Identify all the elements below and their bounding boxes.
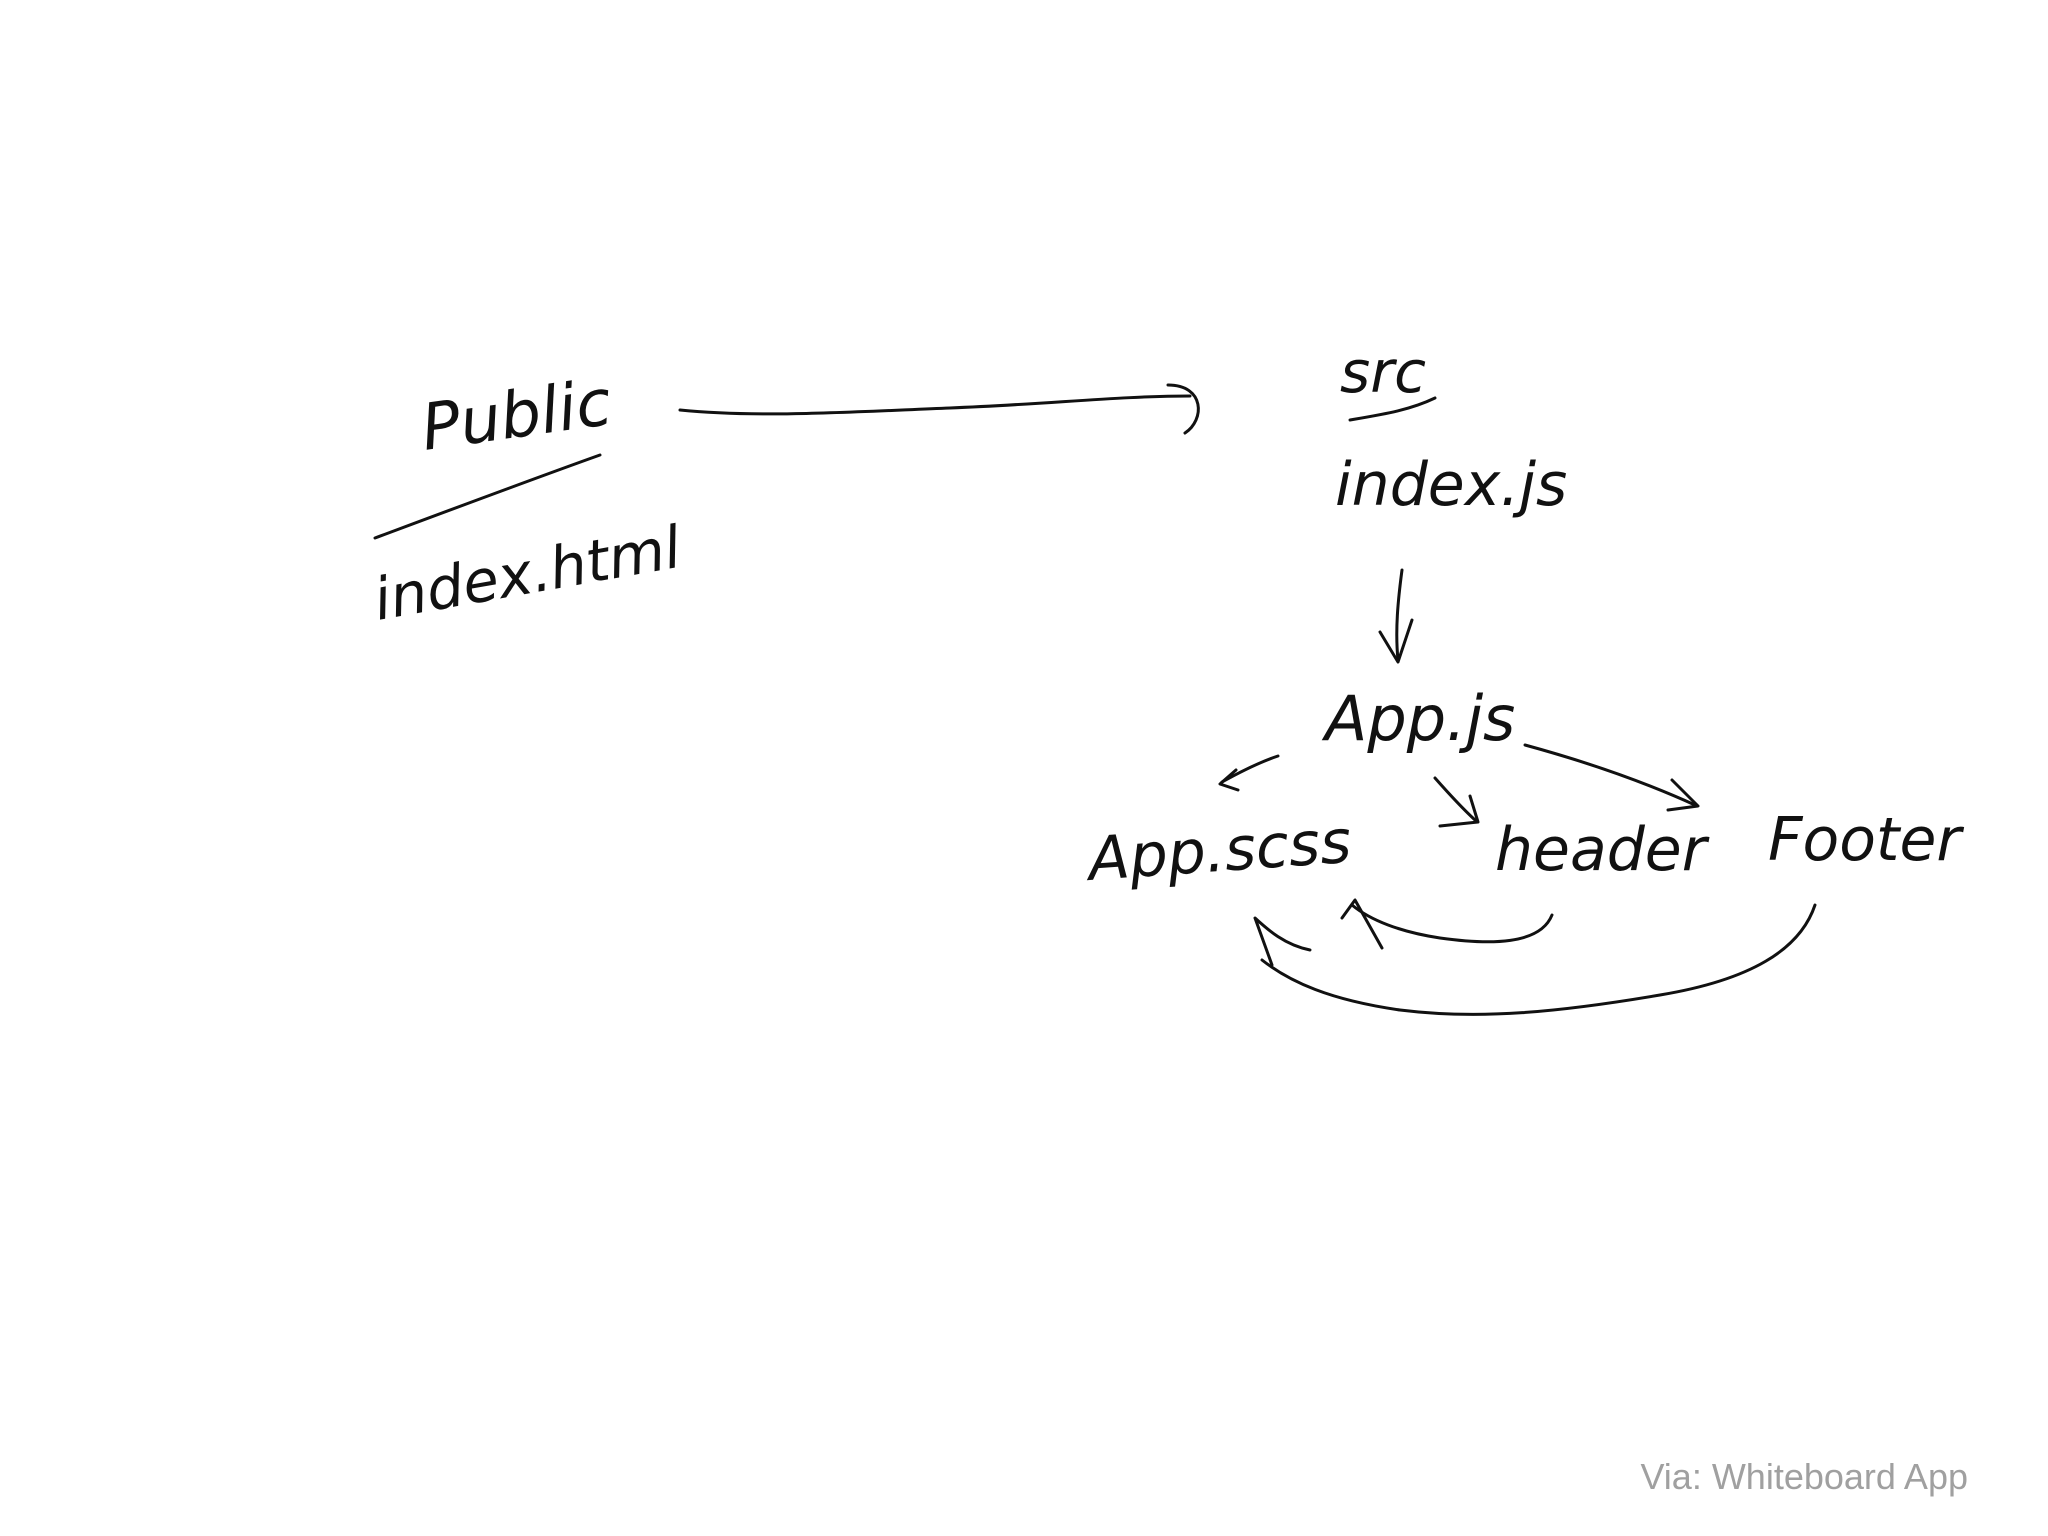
- arrowhead-footer-appscss: [1253, 916, 1312, 967]
- src-underline: [1348, 396, 1437, 422]
- edge-public-src: [678, 394, 1192, 416]
- edge-indexjs-appjs: [1395, 568, 1404, 662]
- edge-appjs-footer: [1523, 743, 1697, 807]
- node-app-scss: App.scss: [1082, 807, 1353, 895]
- watermark-label: Via: Whiteboard App: [1640, 1456, 1968, 1497]
- edge-header-appscss: [1350, 903, 1554, 944]
- arrowhead-appjs-header: [1438, 794, 1480, 828]
- arrowhead-public-src: [1166, 383, 1200, 435]
- edge-appjs-header: [1433, 776, 1477, 822]
- arrowhead-indexjs-appjs: [1378, 618, 1414, 664]
- edge-appjs-appscss: [1220, 754, 1280, 784]
- node-public: Public: [417, 366, 616, 466]
- node-header: header: [1495, 815, 1710, 885]
- arrowhead-appjs-footer: [1666, 778, 1700, 812]
- arrowhead-appjs-appscss: [1218, 768, 1240, 792]
- node-app-js: App.js: [1321, 682, 1515, 755]
- public-underline: [373, 453, 602, 540]
- node-index-html: index.html: [369, 513, 686, 634]
- node-footer: Footer: [1768, 805, 1964, 875]
- arrowhead-header-appscss: [1340, 898, 1384, 950]
- edge-footer-appscss: [1260, 903, 1817, 1016]
- node-src: src: [1340, 338, 1426, 406]
- node-index-js: index.js: [1335, 450, 1567, 520]
